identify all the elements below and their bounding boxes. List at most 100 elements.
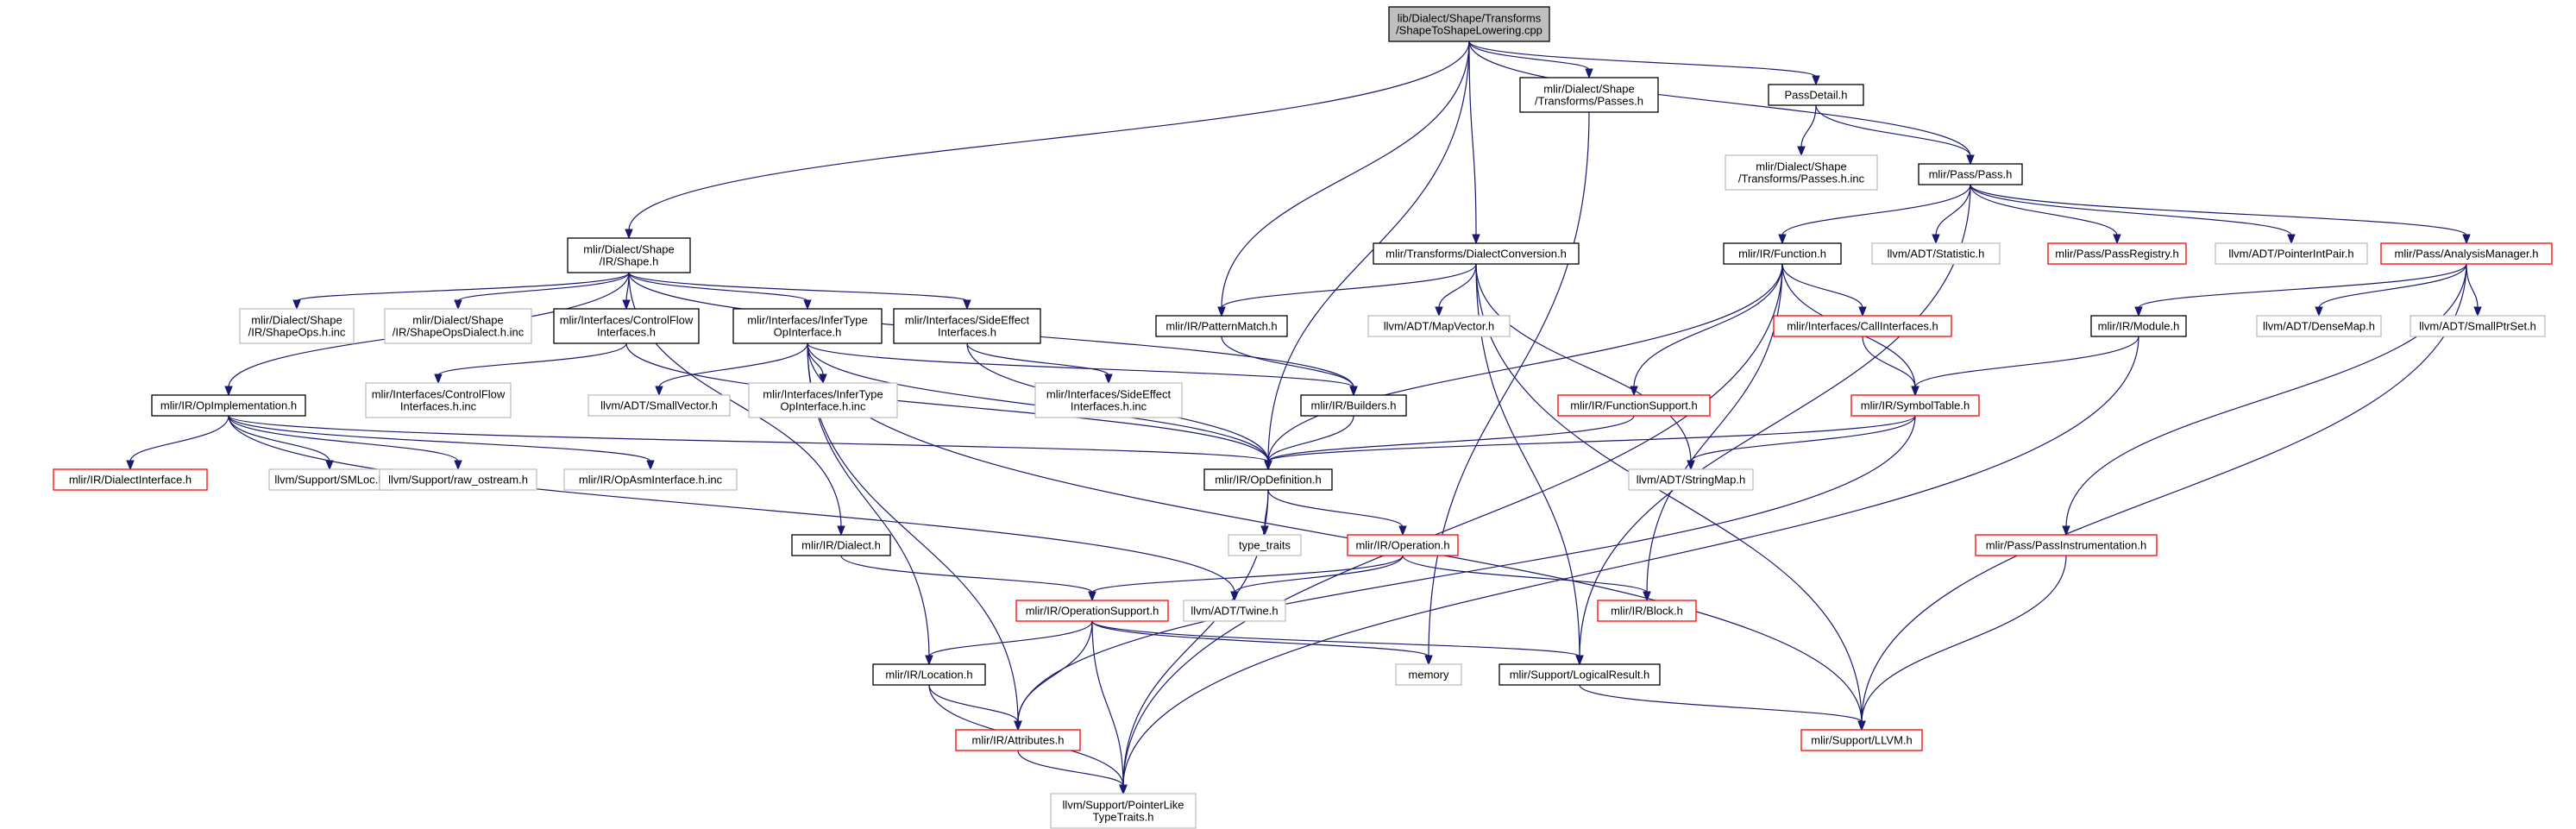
dependency-edge [2062,263,2467,537]
edge-line [1091,620,1429,657]
edge-line [1579,684,1863,723]
node-label: llvm/ADT/PointerIntPair.h [2228,248,2353,261]
edge-arrowhead [292,299,301,311]
node-shape-h[interactable]: mlir/Dialect/Shape/IR/Shape.h [567,237,691,273]
edge-arrowhead [2462,234,2471,245]
node-label: mlir/Dialect/Shape [1756,160,1847,173]
dependency-edge [655,342,808,397]
edge-line [928,684,1019,723]
node-label: /IR/ShapeOps.h.inc [248,326,346,339]
edge-line [228,415,459,462]
edge-arrowhead [126,460,135,471]
node-box [1871,242,2001,265]
node-label: mlir/Interfaces/ControlFlow [560,314,694,327]
node-label: /IR/Shape.h [600,255,659,268]
edge-line [1970,184,2292,236]
node-memory: memory [1395,663,1462,686]
node-label: mlir/IR/OpAsmInterface.h.inc [579,474,723,487]
node-label: lib/Dialect/Shape/Transforms [1398,12,1542,25]
node-root[interactable]: lib/Dialect/Shape/Transforms/ShapeToShap… [1388,6,1550,42]
node-passinstr[interactable]: mlir/Pass/PassInstrumentation.h [1975,534,2158,556]
edge-arrowhead [1472,234,1480,245]
node-box [1034,382,1183,418]
node-location-h[interactable]: mlir/IR/Location.h [872,663,986,686]
node-label: /Transforms/Passes.h [1535,95,1643,108]
edge-line [1861,263,2467,723]
node-infertype-inc: mlir/Interfaces/InferTypeOpInterface.h.i… [748,382,898,418]
edge-line [2065,263,2467,528]
node-opdef[interactable]: mlir/IR/OpDefinition.h [1203,468,1333,491]
edge-arrowhead [819,374,827,385]
dependency-edge [1468,41,1820,86]
dependency-edge [228,415,655,471]
dependency-edge [1264,415,1635,471]
node-box [268,468,391,491]
node-callinterfaces[interactable]: mlir/Interfaces/CallInterfaces.h [1773,315,1952,337]
node-smallptrset: llvm/ADT/SmallPtrSet.h [2410,315,2546,337]
node-opimpl[interactable]: mlir/IR/OpImplementation.h [151,394,306,417]
node-function-h[interactable]: mlir/IR/Function.h [1723,242,1842,265]
node-box [239,308,355,344]
node-pass-h[interactable]: mlir/Pass/Pass.h [1918,163,2023,185]
node-label: mlir/IR/OpImplementation.h [160,399,297,412]
edge-line [628,41,1470,231]
edge-line [1267,41,1470,462]
node-box [1773,315,1952,337]
dependency-edge [2466,263,2482,317]
node-shape-passes[interactable]: mlir/Dialect/Shape/Transforms/Passes.h [1519,77,1659,113]
edge-line [1091,555,1404,593]
node-label: mlir/Support/LLVM.h [1811,734,1913,747]
node-llvm-h[interactable]: mlir/Support/LLVM.h [1800,729,1923,751]
edge-line [1800,104,1817,148]
node-label: mlir/IR/OperationSupport.h [1026,605,1159,618]
dependency-edge [628,272,812,311]
node-box [893,308,1041,344]
node-builders[interactable]: mlir/IR/Builders.h [1300,394,1407,417]
node-box [1347,534,1459,556]
node-label: llvm/Support/PointerLike [1063,799,1184,812]
node-symboltable[interactable]: mlir/IR/SymbolTable.h [1850,394,1980,417]
edge-line [1468,41,1817,78]
node-patternmatch[interactable]: mlir/IR/PatternMatch.h [1155,315,1288,337]
node-attributes[interactable]: mlir/IR/Attributes.h [955,729,1081,751]
node-opsupport[interactable]: mlir/IR/OperationSupport.h [1015,600,1169,622]
node-opasm-inc: mlir/IR/OpAsmInterface.h.inc [563,468,738,491]
node-analysismgr[interactable]: mlir/Pass/AnalysisManager.h [2380,242,2553,265]
node-module-h[interactable]: mlir/IR/Module.h [2090,315,2187,337]
node-label: PassDetail.h [1785,89,1848,102]
node-label: mlir/IR/Block.h [1611,605,1683,618]
edge-line [1267,489,1404,528]
dependency-edge [1091,620,1433,666]
dependency-edge [228,415,462,471]
dependency-edge [1221,336,1358,397]
node-logicalresult[interactable]: mlir/Support/LogicalResult.h [1498,663,1661,686]
edge-line [1017,750,1124,787]
node-box [553,308,700,344]
dependency-edge [1264,263,1783,471]
edge-arrowhead [1088,591,1096,602]
node-operation-h[interactable]: mlir/IR/Operation.h [1347,534,1459,556]
node-label: /IR/ShapeOpsDialect.h.inc [393,326,525,339]
edge-line [1475,263,1692,462]
node-passdetail[interactable]: PassDetail.h [1768,84,1864,106]
node-shape-passes-inc: mlir/Dialect/Shape/Transforms/Passes.h.i… [1725,154,1878,191]
node-label: mlir/Dialect/Shape [1543,83,1635,96]
edge-arrowhead [1575,655,1584,666]
node-box [567,237,691,273]
node-passregistry[interactable]: mlir/Pass/PassRegistry.h [2047,242,2187,265]
edge-line [228,415,1235,593]
node-functionsupport[interactable]: mlir/IR/FunctionSupport.h [1557,394,1711,417]
edge-line [1468,41,1477,236]
dependency-edge [625,41,1470,240]
dependency-edge [1687,415,1916,471]
dependency-edge [1781,263,1867,317]
node-dialectinterface[interactable]: mlir/IR/DialectInterface.h [53,468,208,491]
node-block-h[interactable]: mlir/IR/Block.h [1597,600,1697,622]
node-box [1388,6,1550,42]
node-dialect-h[interactable]: mlir/IR/Dialect.h [791,534,891,556]
edge-line [1468,41,1971,157]
node-dialectconv[interactable]: mlir/Transforms/DialectConversion.h [1373,242,1580,265]
